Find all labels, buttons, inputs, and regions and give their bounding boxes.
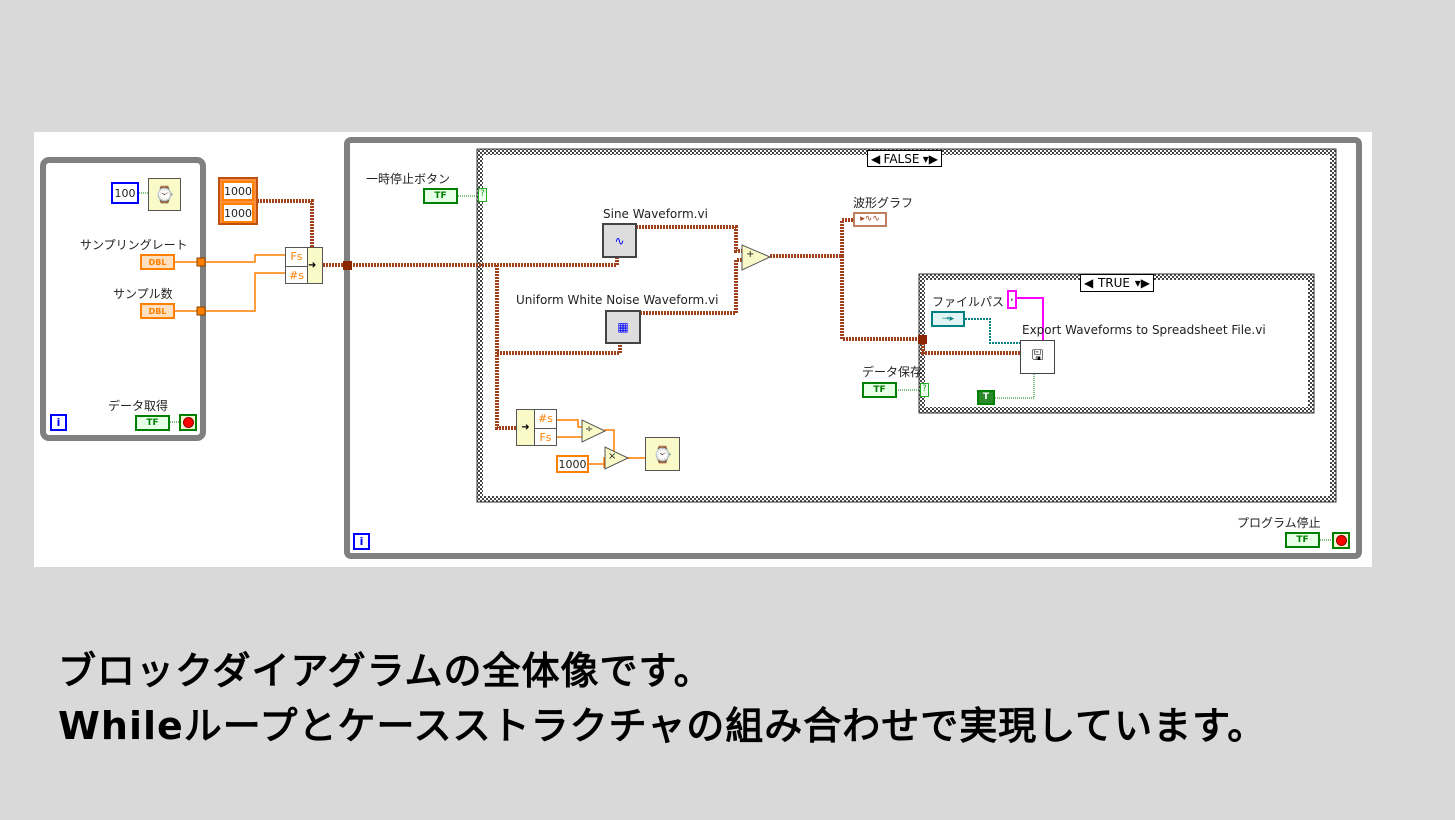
- wait-timer-icon: ⌚: [148, 178, 181, 211]
- file-path-terminal[interactable]: ⊸▸: [931, 311, 965, 327]
- case-selector-true[interactable]: ◀TRUE ▾▶: [1080, 274, 1154, 292]
- bundle-fs: Fs: [286, 248, 307, 267]
- delimiter-constant[interactable]: ,: [1007, 290, 1017, 309]
- export-vi-label: Export Waveforms to Spreadsheet File.vi: [1022, 323, 1266, 337]
- prev-case-icon[interactable]: ◀: [871, 151, 881, 166]
- file-path-label: ファイルパス: [932, 295, 1005, 309]
- case-value: FALSE: [883, 151, 920, 166]
- noise-waveform-vi[interactable]: ▦: [605, 310, 641, 344]
- array-constant[interactable]: 1000 1000: [218, 177, 258, 225]
- prev-case-icon[interactable]: ◀: [1084, 276, 1094, 290]
- multiply-node: [604, 446, 630, 470]
- left-while-loop: [40, 157, 206, 441]
- arrow-icon: ➜: [521, 422, 530, 433]
- pause-label-text: 一時停止ボタン: [366, 172, 451, 186]
- wait-timer-icon: ⌚: [645, 437, 680, 471]
- main-while-loop: [344, 137, 1362, 559]
- main-loop-iteration-terminal: i: [353, 533, 370, 550]
- array-element[interactable]: 1000: [222, 203, 254, 223]
- waveform-graph-terminal[interactable]: ▸∿∿: [853, 212, 887, 227]
- divide-symbol: ÷: [585, 424, 594, 435]
- multiply-symbol: ×: [608, 451, 617, 462]
- program-stop-label: プログラム停止: [1237, 516, 1321, 530]
- case-selector-false[interactable]: ◀FALSE▾▶: [867, 150, 942, 167]
- add-symbol: +: [746, 249, 755, 260]
- add-node: [741, 244, 772, 271]
- sine-waveform-vi[interactable]: ∿: [602, 223, 637, 258]
- left-loop-stop-icon[interactable]: [179, 414, 197, 431]
- acquire-label: データ取得: [108, 399, 169, 413]
- sampling-rate-terminal[interactable]: DBL: [140, 254, 175, 270]
- divide-node: [581, 419, 607, 443]
- true-constant[interactable]: T: [977, 390, 995, 405]
- pause-terminal[interactable]: TF: [423, 188, 458, 204]
- caption-line-2: Whileループとケースストラクチャの組み合わせで実現しています。: [58, 704, 1267, 748]
- dropdown-icon[interactable]: ▾▶: [922, 151, 938, 166]
- case-selector-terminal: ?: [478, 188, 487, 202]
- main-loop-stop-icon[interactable]: [1332, 532, 1350, 549]
- left-loop-iteration-terminal: i: [50, 414, 67, 431]
- sampling-rate-label: サンプリングレート: [80, 238, 188, 252]
- unbundle-fs: Fs: [539, 431, 552, 444]
- samples-terminal[interactable]: DBL: [140, 303, 175, 319]
- caption-line-1: ブロックダイアグラムの全体像です。: [58, 649, 713, 693]
- export-waveforms-vi[interactable]: 🖫: [1020, 340, 1055, 374]
- arrow-icon: ➜: [308, 260, 317, 271]
- array-element[interactable]: 1000: [222, 181, 254, 201]
- save-terminal[interactable]: TF: [862, 382, 897, 398]
- bundle-ns: #s: [289, 269, 304, 282]
- sine-waveform-label: Sine Waveform.vi: [603, 207, 708, 221]
- case-value: TRUE: [1097, 276, 1130, 290]
- bundle-by-name-node[interactable]: Fs #s ➜: [285, 247, 323, 284]
- acquire-terminal[interactable]: TF: [135, 415, 170, 431]
- wait-ms-constant[interactable]: 100: [111, 182, 139, 204]
- unbundle-ns: #s: [535, 410, 556, 429]
- ms-constant[interactable]: 1000: [556, 455, 589, 473]
- samples-label: サンプル数: [113, 287, 173, 301]
- save-label: データ保存: [862, 365, 923, 379]
- inner-case-selector-terminal: ?: [920, 383, 929, 397]
- program-stop-terminal[interactable]: TF: [1285, 532, 1320, 548]
- noise-waveform-label: Uniform White Noise Waveform.vi: [516, 293, 719, 307]
- graph-label: 波形グラフ: [853, 196, 914, 210]
- dropdown-icon[interactable]: ▾▶: [1134, 276, 1150, 290]
